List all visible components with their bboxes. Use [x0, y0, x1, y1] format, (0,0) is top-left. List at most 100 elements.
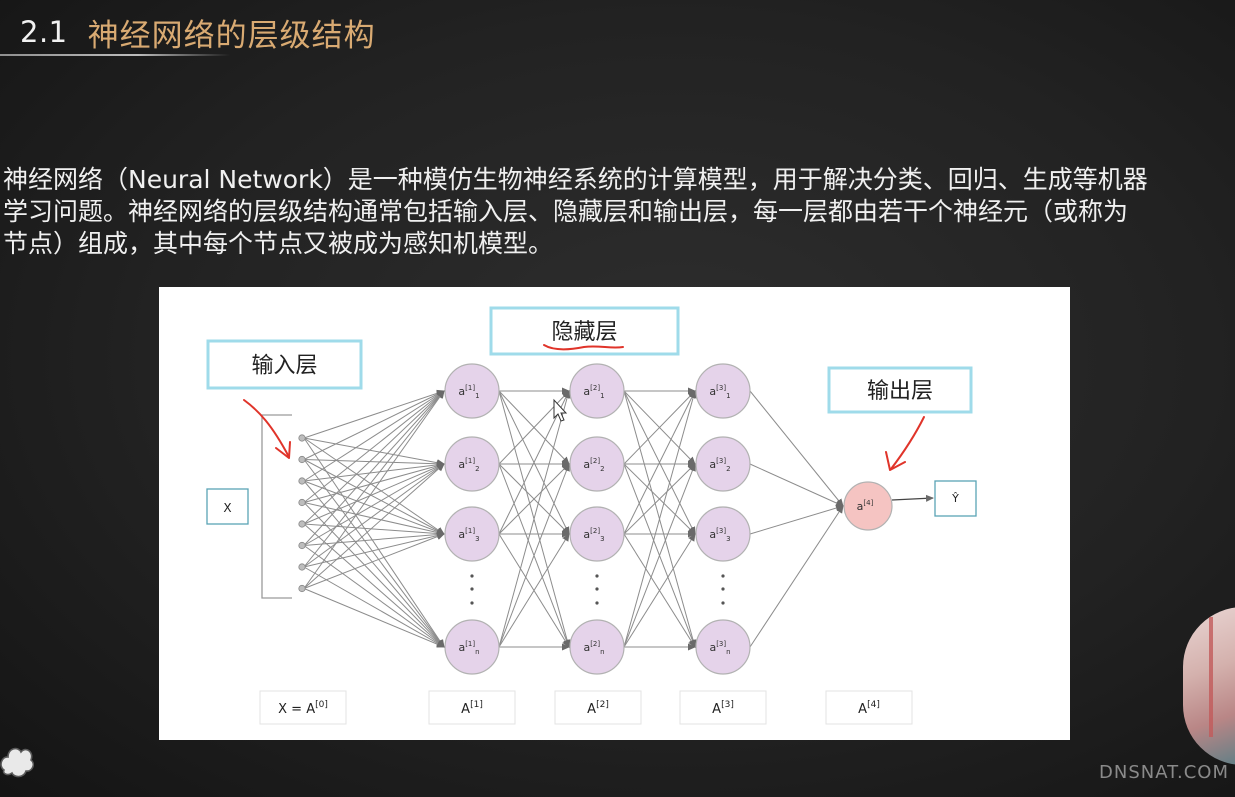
matrix-label-box-3 — [679, 690, 767, 725]
edge-input-6-to-l1-0 — [303, 390, 445, 568]
edge-l2-3-to-l3-1 — [623, 463, 696, 648]
edge-input-7-to-l1-1 — [303, 463, 445, 589]
edge-l3-1-to-output — [749, 463, 844, 507]
neuron-l2-3 — [569, 619, 625, 675]
neuron-l3-0-label: a[3]1 — [709, 384, 730, 400]
network-svg: Xa[1]1a[1]2a[1]3a[1]na[2]1a[2]2a[2]3a[2]… — [206, 306, 977, 725]
neuron-l3-0 — [695, 363, 751, 419]
matrix-label-box-4 — [825, 690, 913, 725]
input-bracket — [261, 414, 292, 599]
edge-input-6-to-l1-1 — [303, 463, 445, 568]
mouse-cursor-icon — [553, 398, 568, 422]
edge-input-7-to-l1-2 — [303, 533, 445, 589]
callout-input-label: 输入层 — [251, 354, 317, 379]
neuron-l1-0-label: a[1]1 — [458, 384, 479, 400]
matrix-label-1: A[1] — [461, 700, 483, 717]
edge-input-1-to-l1-3 — [303, 459, 445, 648]
neuron-l2-0 — [569, 363, 625, 419]
edge-input-2-to-l1-3 — [303, 480, 445, 648]
edge-input-6-to-l1-2 — [303, 532, 445, 568]
edge-input-1-to-l1-0 — [303, 390, 445, 460]
neuron-l2-1-label: a[2]2 — [583, 457, 604, 473]
output-y-box — [934, 480, 977, 517]
input-node-4 — [298, 520, 306, 528]
input-node-0 — [298, 434, 306, 442]
edge-input-4-to-l1-0 — [303, 390, 445, 525]
neuron-l1-2-label: a[1]3 — [458, 527, 479, 543]
presenter-webcam — [1183, 607, 1235, 765]
ellipsis-dot-l1-1 — [470, 587, 474, 591]
neuron-l2-2-label: a[2]3 — [583, 527, 604, 543]
neuron-l3-2 — [695, 506, 751, 562]
edge-input-5-to-l1-2 — [303, 531, 445, 546]
neuron-l1-3-label: a[1]n — [458, 640, 479, 656]
neuron-l3-3 — [695, 619, 751, 675]
edge-input-2-to-l1-0 — [303, 390, 445, 482]
slide-title: 2.1 神经网络的层级结构 — [20, 10, 376, 54]
ellipsis-dot-l3-1 — [721, 587, 725, 591]
ellipsis-dot-l1-0 — [470, 574, 474, 578]
output-neuron-label: a[4] — [857, 499, 874, 513]
title-underline — [0, 54, 230, 56]
matrix-label-3: A[3] — [712, 700, 734, 717]
section-number: 2.1 — [20, 15, 68, 49]
edge-input-0-to-l1-3 — [303, 437, 445, 648]
intro-paragraph: 神经网络（Neural Network）是一种模仿生物神经系统的计算模型，用于解… — [3, 165, 1148, 258]
neuron-l3-2-label: a[3]3 — [709, 527, 730, 543]
edge-input-3-to-l1-2 — [303, 502, 445, 536]
neuron-l2-2 — [569, 506, 625, 562]
output-y-label: Ŷ — [951, 492, 959, 505]
edge-input-4-to-l1-3 — [303, 523, 445, 648]
matrix-label-box-0 — [259, 690, 347, 725]
input-node-1 — [298, 455, 306, 464]
edge-input-3-to-l1-3 — [303, 502, 445, 648]
edge-input-5-to-l1-3 — [303, 545, 445, 648]
ellipsis-dot-l2-2 — [595, 601, 599, 605]
input-x-box — [206, 488, 249, 525]
callout-output-label: 输出层 — [867, 379, 933, 404]
edge-l1-2-to-l2-1 — [498, 463, 570, 535]
neuron-l2-3-label: a[2]n — [583, 640, 604, 656]
edge-input-1-to-l1-1 — [303, 459, 445, 468]
edge-l1-3-to-l2-0 — [498, 390, 571, 648]
ellipsis-dot-l3-0 — [721, 574, 725, 578]
callout-input-box — [206, 339, 363, 390]
red-arrow-input — [243, 399, 290, 458]
edge-l2-1-to-l3-0 — [623, 390, 696, 465]
edge-input-0-to-l1-2 — [303, 437, 445, 535]
input-node-2 — [298, 477, 306, 485]
edge-input-5-to-l1-0 — [303, 390, 445, 546]
callout-hidden-label: 隐藏层 — [551, 320, 617, 345]
edge-input-2-to-l1-1 — [303, 461, 445, 482]
input-node-7 — [298, 584, 306, 593]
neuron-l1-2 — [444, 506, 500, 562]
red-arrowhead-input — [275, 441, 291, 459]
cloud-icon — [0, 747, 34, 778]
watermark: DNSNAT.COM — [1099, 762, 1229, 783]
neuron-l3-1-label: a[3]2 — [709, 457, 730, 473]
neuron-l2-0-label: a[2]1 — [583, 384, 604, 400]
edge-input-3-to-l1-0 — [303, 390, 445, 503]
edge-input-3-to-l1-1 — [303, 462, 445, 503]
neuron-l1-1 — [444, 436, 500, 492]
edge-l1-3-to-l2-2 — [498, 533, 570, 648]
ellipsis-dot-l1-2 — [470, 601, 474, 605]
edge-l3-0-to-output — [749, 390, 844, 507]
edge-input-5-to-l1-1 — [303, 463, 445, 546]
input-node-5 — [298, 541, 306, 550]
edge-l3-2-to-output — [749, 504, 844, 535]
edge-input-0-to-l1-0 — [303, 389, 445, 439]
output-arrow — [891, 494, 934, 502]
input-node-6 — [298, 563, 306, 571]
ellipsis-dot-l3-2 — [721, 601, 725, 605]
ellipsis-dot-l2-0 — [595, 574, 599, 578]
edge-l1-3-to-l2-1 — [498, 463, 570, 648]
edge-l3-3-to-output — [749, 505, 844, 648]
edge-l2-3-to-l3-0 — [623, 390, 697, 648]
edge-input-7-to-l1-3 — [303, 588, 445, 648]
edge-input-6-to-l1-3 — [303, 566, 445, 648]
matrix-label-2: A[2] — [587, 700, 609, 717]
neuron-l3-3-label: a[3]n — [709, 640, 730, 656]
matrix-label-box-1 — [428, 690, 516, 725]
